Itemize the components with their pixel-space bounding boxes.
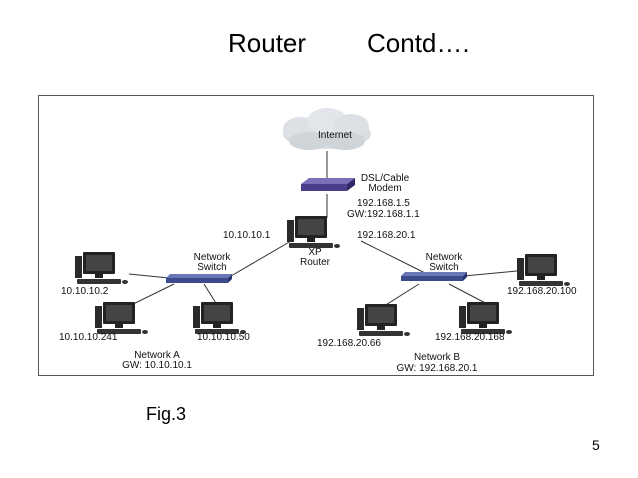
page-number: 5	[592, 437, 600, 453]
network-a-name: Network A	[134, 350, 180, 361]
link-router-switch-a	[230, 240, 292, 277]
modem-gw: GW:192.168.1.1	[347, 209, 420, 220]
switch-a-label-1: Network	[194, 252, 232, 263]
title-contd: Contd….	[367, 28, 470, 58]
network-a-gw: GW: 10.10.10.1	[122, 360, 192, 371]
router-ip-left: 10.10.10.1	[223, 230, 271, 241]
pc-a1-ip: 10.10.10.2	[61, 286, 109, 297]
switch-a-label-2: Switch	[197, 262, 226, 273]
pc-b3-ip: 192.168.20.168	[435, 332, 505, 343]
modem-ip: 192.168.1.5	[357, 198, 410, 209]
router-ip-right: 192.168.20.1	[357, 230, 416, 241]
switch-b-label-1: Network	[426, 252, 464, 263]
link-router-switch-b	[360, 240, 432, 277]
title-router: Router	[228, 28, 307, 58]
pc-b1-ip: 192.168.20.100	[507, 286, 577, 297]
network-b-name: Network B	[414, 352, 460, 363]
internet-cloud-icon	[283, 108, 371, 150]
network-b-gw: GW: 192.168.20.1	[397, 363, 478, 374]
switch-b-icon	[401, 272, 467, 281]
pc-a1-icon	[75, 252, 128, 284]
pc-a2-ip: 10.10.10.241	[59, 332, 118, 343]
modem-icon	[301, 178, 355, 191]
pc-b2-icon	[357, 304, 410, 336]
pc-a2-icon	[95, 302, 148, 334]
switch-b-label-2: Switch	[429, 262, 458, 273]
modem-label-1: DSL/Cable	[361, 173, 410, 184]
pc-a3-icon	[193, 302, 246, 334]
cloud-label: Internet	[318, 130, 352, 141]
pc-b3-icon	[459, 302, 512, 334]
modem-label-2: Modem	[368, 183, 401, 194]
link-switch-b-pc1	[463, 270, 518, 277]
figure-caption: Fig.3	[146, 404, 187, 424]
pc-b1-icon	[517, 254, 570, 286]
pc-b2-ip: 192.168.20.66	[317, 338, 381, 349]
network-diagram: Internet DSL/Cable Modem 192.168.1.5 GW:…	[38, 95, 594, 376]
router-label-2: Router	[300, 257, 331, 268]
link-switch-a-pc1	[128, 273, 170, 279]
router-label-1: XP	[308, 247, 322, 258]
router-pc-icon	[287, 216, 340, 248]
network-diagram-svg: Internet DSL/Cable Modem 192.168.1.5 GW:…	[59, 108, 577, 374]
slide-title: Router Contd….	[0, 28, 638, 64]
switch-a-icon	[166, 274, 232, 283]
pc-a3-ip: 10.10.10.50	[197, 332, 250, 343]
